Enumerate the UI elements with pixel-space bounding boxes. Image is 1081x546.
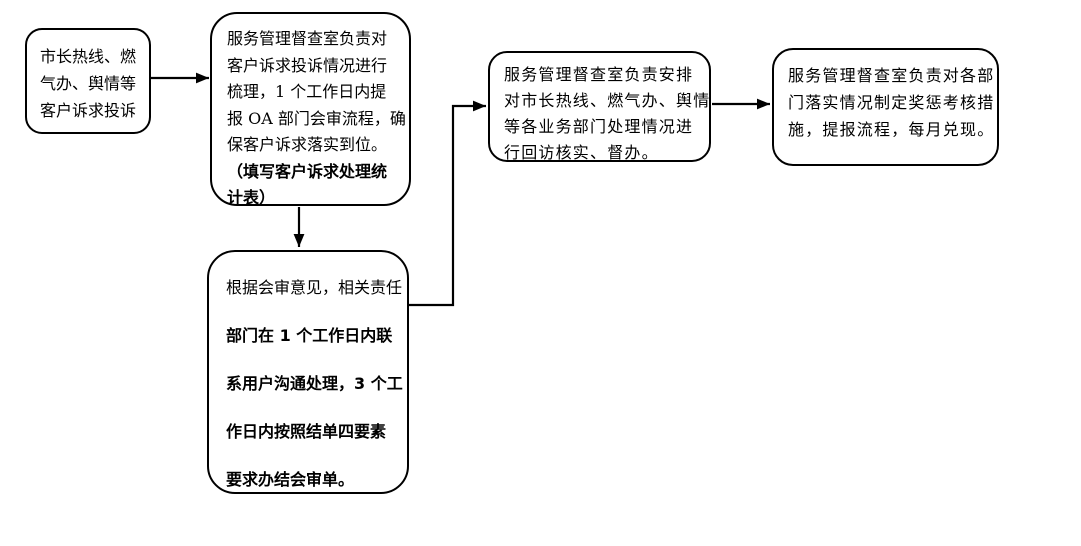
- node-text-line: 部门在 1 个工作日内联: [226, 326, 393, 345]
- node-text-line: 服务管理督查室负责安排: [504, 65, 694, 84]
- flow-node-assess: 服务管理督查室负责对各部 门落实情况制定奖惩考核措 施，提报流程，每月兑现。: [772, 48, 999, 166]
- node-text-line: 对市长热线、燃气办、舆情: [504, 91, 711, 110]
- node-text-line: （填写客户诉求处理统: [227, 161, 388, 181]
- node-text-line: 行回访核实、督办。: [504, 143, 659, 162]
- node-text-line: 服务管理督查室负责对各部: [788, 66, 995, 85]
- node-text-line: 报 OA 部门会审流程，确: [227, 108, 406, 128]
- node-text-line: 梳理，1 个工作日内提: [227, 82, 387, 101]
- node-text-line: 根据会审意见，相关责任: [226, 278, 403, 297]
- node-text-line: 气办、舆情等: [40, 74, 137, 93]
- flow-node-triage: 服务管理督查室负责对 客户诉求投诉情况进行 梳理，1 个工作日内提 报 OA 部…: [210, 12, 411, 207]
- node-text-line: 客户诉求投诉: [40, 101, 137, 120]
- node-text-line: 等各业务部门处理情况进: [504, 117, 694, 136]
- elbow-arrow-handle-to-verify: [408, 100, 486, 307]
- node-text-line: 系用户沟通处理，3 个工: [226, 374, 403, 393]
- flow-node-intake: 市长热线、燃 气办、舆情等 客户诉求投诉: [25, 28, 151, 134]
- node-text-line: 客户诉求投诉情况进行: [227, 55, 388, 75]
- node-text-line: 门落实情况制定奖惩考核措: [788, 93, 995, 112]
- node-text-line: 服务管理督查室负责对: [227, 29, 388, 48]
- node-text-line: 市长热线、燃: [40, 47, 137, 66]
- node-text-line: 作日内按照结单四要素: [226, 422, 387, 441]
- node-text-line: 保客户诉求落实到位。: [227, 135, 388, 154]
- flow-node-handle: 根据会审意见，相关责任 部门在 1 个工作日内联 系用户沟通处理，3 个工 作日…: [207, 250, 409, 494]
- node-text-line: 要求办结会审单。: [226, 470, 355, 489]
- node-text-line: 计表）: [227, 188, 276, 207]
- flow-node-verify: 服务管理督查室负责安排 对市长热线、燃气办、舆情 等各业务部门处理情况进 行回访…: [488, 51, 711, 162]
- node-text-line: 施，提报流程，每月兑现。: [788, 120, 995, 139]
